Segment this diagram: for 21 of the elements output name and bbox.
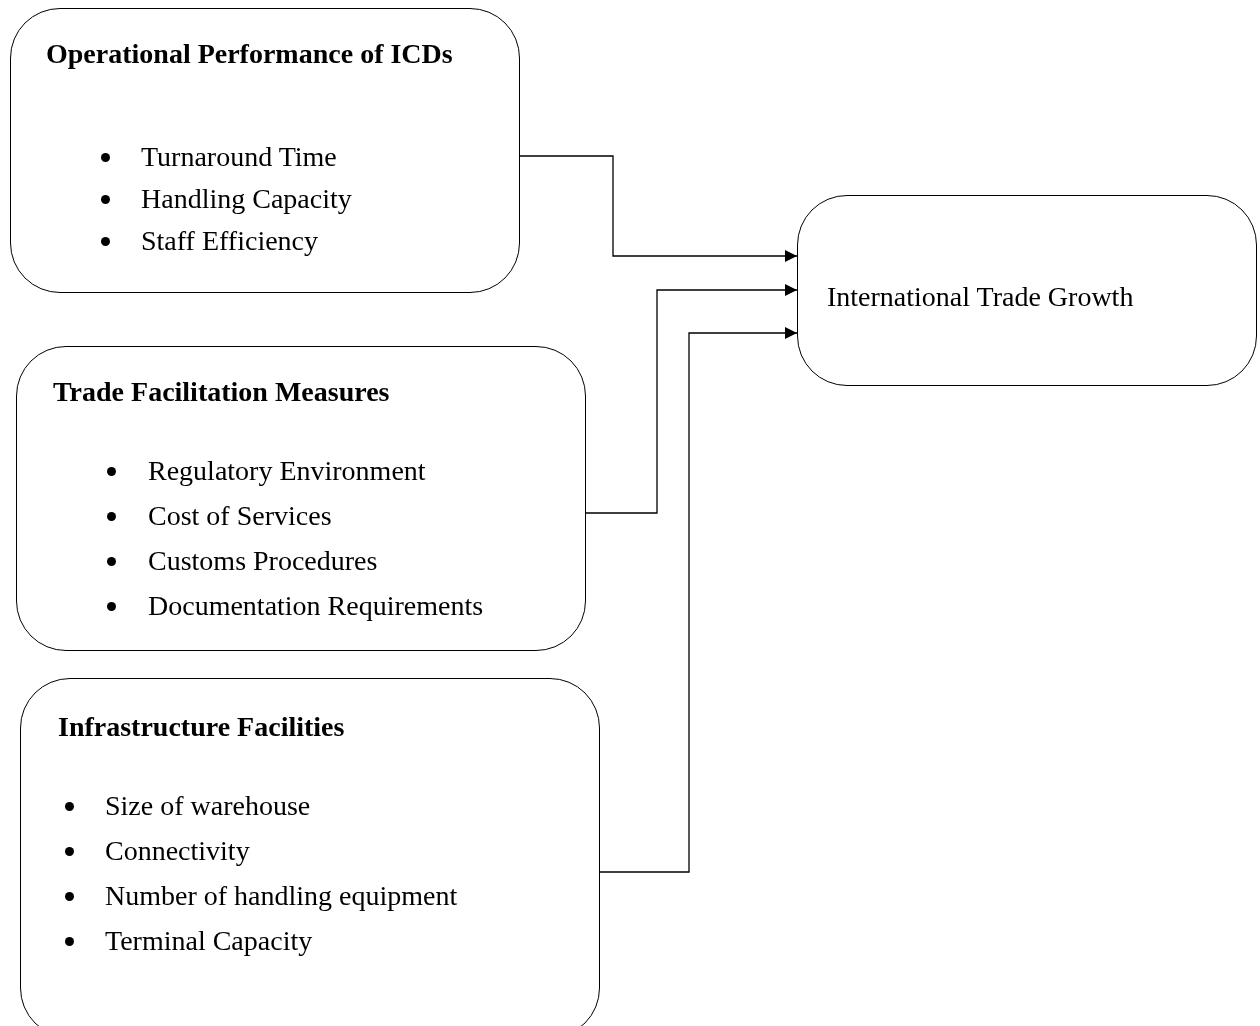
list-item: Connectivity	[105, 834, 250, 868]
list-item: Cost of Services	[148, 499, 332, 533]
arrow	[519, 155, 798, 262]
list-item: Documentation Requirements	[148, 589, 484, 623]
list-item: Terminal Capacity	[105, 924, 313, 958]
list-item: Number of handling equipment	[105, 879, 458, 913]
box-heading: Trade Facilitation Measures	[53, 375, 391, 409]
arrow	[599, 327, 798, 873]
rounded-box	[797, 195, 1257, 386]
list-item: Customs Procedures	[148, 544, 378, 578]
rounded-box	[16, 346, 586, 651]
box-heading: Infrastructure Facilities	[58, 710, 346, 744]
arrow	[585, 284, 798, 514]
list-item: Staff Efficiency	[141, 224, 318, 258]
list-item: Handling Capacity	[141, 182, 352, 216]
list-item: Turnaround Time	[141, 140, 337, 174]
box-text: International Trade Growth	[827, 280, 1135, 314]
rounded-box	[10, 8, 520, 293]
list-item: Regulatory Environment	[148, 454, 426, 488]
box-heading: Operational Performance of ICDs	[46, 37, 454, 71]
list-item: Size of warehouse	[105, 789, 311, 823]
